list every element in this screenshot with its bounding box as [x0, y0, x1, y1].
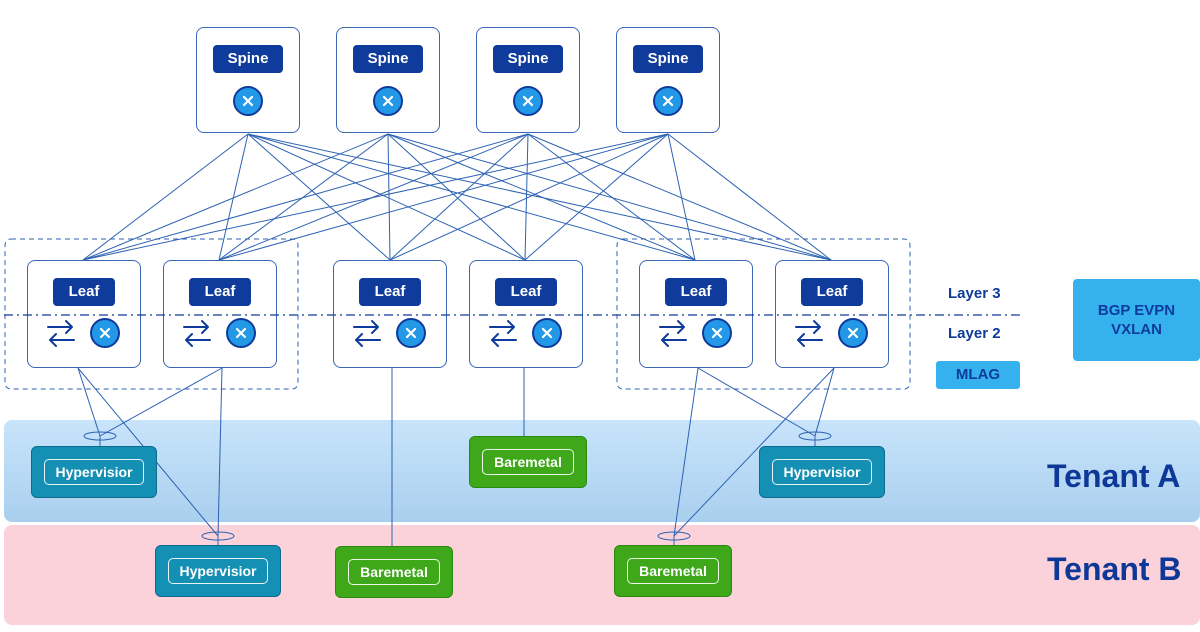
switch-x-icon: [702, 318, 732, 348]
switch-x-icon: [513, 86, 543, 116]
hypervisor-label: Hypervisior: [168, 558, 268, 584]
hypervisor-node: Hypervisior: [759, 446, 885, 498]
leaf-switch: Leaf: [469, 260, 583, 368]
baremetal-label: Baremetal: [348, 559, 440, 585]
tenant-a-label: Tenant A: [1047, 458, 1181, 494]
exchange-arrows-icon: [183, 320, 211, 347]
exchange-arrows-icon: [659, 320, 687, 347]
switch-x-icon: [373, 86, 403, 116]
leaf-switch: Leaf: [639, 260, 753, 368]
baremetal-node: Baremetal: [614, 545, 732, 597]
layer2-label: Layer 2: [948, 325, 1001, 342]
bgp-label-line2: VXLAN: [1111, 321, 1162, 338]
switch-x-icon: [233, 86, 263, 116]
switch-x-icon: [532, 318, 562, 348]
switch-x-icon: [653, 86, 683, 116]
leaf-label: Leaf: [801, 278, 863, 306]
baremetal-label: Baremetal: [627, 558, 719, 584]
leaf-label: Leaf: [665, 278, 727, 306]
exchange-arrows-icon: [353, 320, 381, 347]
mlag-badge: MLAG: [936, 361, 1020, 389]
leaf-switch: Leaf: [775, 260, 889, 368]
baremetal-label: Baremetal: [482, 449, 574, 475]
spine-switch: Spine: [336, 27, 440, 133]
leaf-label: Leaf: [189, 278, 251, 306]
switch-x-icon: [90, 318, 120, 348]
layer3-label: Layer 3: [948, 285, 1001, 302]
leaf-switch: Leaf: [163, 260, 277, 368]
hypervisor-node: Hypervisior: [31, 446, 157, 498]
spine-switch: Spine: [196, 27, 300, 133]
spine-label: Spine: [493, 45, 563, 73]
switch-x-icon: [396, 318, 426, 348]
leaf-label: Leaf: [53, 278, 115, 306]
switch-x-icon: [226, 318, 256, 348]
exchange-arrows-icon: [795, 320, 823, 347]
baremetal-node: Baremetal: [335, 546, 453, 598]
tenant-a-zone: [4, 420, 1200, 522]
hypervisor-label: Hypervisior: [772, 459, 872, 485]
bgp-label-line1: BGP EVPN: [1097, 302, 1176, 319]
leaf-switch: Leaf: [333, 260, 447, 368]
spine-switch: Spine: [616, 27, 720, 133]
leaf-switch: Leaf: [27, 260, 141, 368]
baremetal-node: Baremetal: [469, 436, 587, 488]
switch-x-icon: [838, 318, 868, 348]
exchange-arrows-icon: [489, 320, 517, 347]
exchange-arrows-icon: [47, 320, 75, 347]
leaf-label: Leaf: [495, 278, 557, 306]
leaf-label: Leaf: [359, 278, 421, 306]
tenant-b-label: Tenant B: [1047, 551, 1182, 587]
spine-label: Spine: [353, 45, 423, 73]
hypervisor-node: Hypervisior: [155, 545, 281, 597]
hypervisor-label: Hypervisior: [44, 459, 144, 485]
spine-label: Spine: [633, 45, 703, 73]
spine-label: Spine: [213, 45, 283, 73]
bgp-evpn-vxlan-badge: BGP EVPN VXLAN: [1073, 279, 1200, 361]
spine-switch: Spine: [476, 27, 580, 133]
